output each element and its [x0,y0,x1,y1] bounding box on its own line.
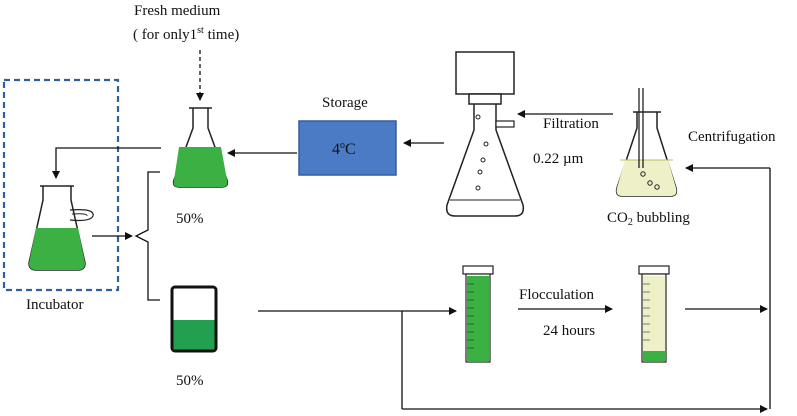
split-top-percent: 50% [176,211,204,227]
storage-label: Storage [322,95,368,111]
connectors [52,50,771,413]
filtration-label: Filtration [543,116,599,132]
harvest-beaker-icon [170,285,218,353]
incubator-culture [29,228,85,270]
fresh-medium-note: ( for only1st time) [133,25,240,43]
harvest-beaker-culture [173,320,215,350]
gas-bubbling-flask-icon [615,88,678,197]
culture-flask-icon [172,107,229,188]
incubator-box [2,78,120,292]
storage-box [298,120,397,176]
return-to-incubator-arrow [52,147,161,179]
split-bottom-percent: 50% [176,373,204,389]
storage-temperature: 4oC [332,140,356,158]
fresh-medium-label: Fresh medium [134,3,221,19]
vacuum-filter-flask-icon [445,51,525,217]
incubator-flask-icon [28,185,94,271]
bubbling-flask-medium [616,160,677,196]
incubator-label: Incubator [26,297,84,313]
flocculation-label: Flocculation [519,287,594,303]
culture-flask-medium [173,147,228,187]
graduated-cylinder-icon [462,265,494,363]
co2-bubbling-label: CO2 bubbling [607,210,690,228]
split-brace [134,171,160,301]
settled-cylinder-icon [638,265,670,363]
filter-size-label: 0.22 µm [533,151,584,167]
settled-biomass [643,351,665,361]
flocculation-time-label: 24 hours [543,323,596,339]
centrifugation-label: Centrifugation [688,129,776,145]
